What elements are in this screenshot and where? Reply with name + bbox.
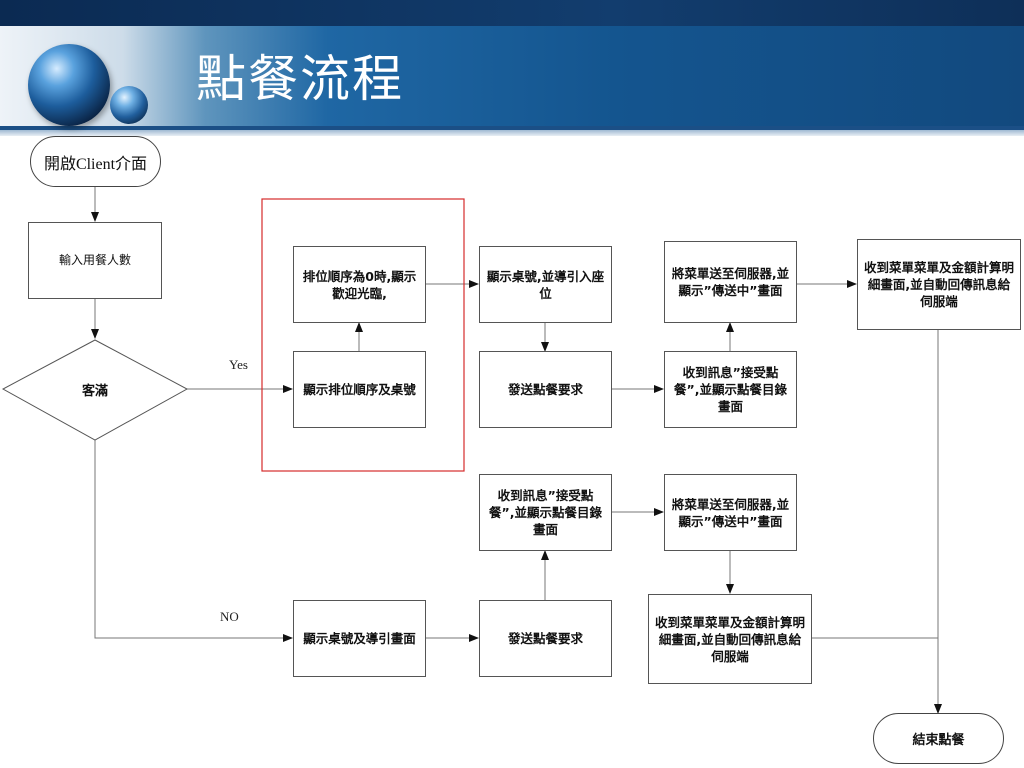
- start-label: 開啟Client介面: [43, 155, 148, 173]
- send-menu-top-box: 將菜單送至伺服器,並顯示”傳送中”畫面: [664, 241, 797, 323]
- highlight-frame: [261, 198, 465, 472]
- show-table-no-label: 顯示桌號及導引畫面: [303, 631, 416, 646]
- decorative-sphere-large: [28, 44, 110, 126]
- input-people-label: 輸入用餐人數: [58, 253, 131, 267]
- queue-zero-label: 排位順序為0時,顯示歡迎光臨,: [302, 268, 417, 301]
- send-order-bottom-box: 發送點餐要求: [479, 600, 612, 677]
- no-label: NO: [220, 609, 239, 624]
- recv-detail-bottom-label: 收到菜單菜單及金額計算明細畫面,並自動回傳訊息給伺服端: [655, 614, 806, 664]
- header-band: [0, 26, 1024, 126]
- recv-detail-top-label: 收到菜單菜單及金額計算明細畫面,並自動回傳訊息給伺服端: [864, 260, 1015, 309]
- input-people-box: 輸入用餐人數: [28, 222, 162, 299]
- send-menu-top-label: 將菜單送至伺服器,並顯示”傳送中”畫面: [671, 266, 790, 298]
- recv-accept-bottom-label: 收到訊息”接受點餐”,並顯示點餐目錄畫面: [489, 488, 602, 537]
- yes-label: Yes: [229, 357, 248, 372]
- send-order-top-box: 發送點餐要求: [479, 351, 612, 428]
- header-divider: [0, 126, 1024, 130]
- decision-diamond: [1, 339, 189, 441]
- end-label: 結束點餐: [912, 733, 965, 748]
- decision-label: 客滿: [81, 384, 108, 399]
- recv-accept-top-box: 收到訊息”接受點餐”,並顯示點餐目錄畫面: [664, 351, 797, 428]
- arrow-no: [94, 440, 293, 642]
- decorative-sphere-small: [110, 86, 148, 124]
- recv-accept-top-label: 收到訊息”接受點餐”,並顯示點餐目錄畫面: [674, 365, 787, 414]
- header-top-bar: [0, 0, 1024, 26]
- send-order-top-label: 發送點餐要求: [507, 382, 583, 397]
- show-queue-label: 顯示排位順序及桌號: [303, 382, 416, 397]
- send-menu-bottom-label: 將菜單送至伺服器,並顯示”傳送中”畫面: [671, 496, 790, 529]
- slide-title: 點餐流程: [196, 50, 404, 108]
- send-order-bottom-label: 發送點餐要求: [507, 631, 583, 646]
- recv-detail-bottom-box: 收到菜單菜單及金額計算明細畫面,並自動回傳訊息給伺服端: [648, 594, 812, 684]
- header-divider-shadow: [0, 130, 1024, 136]
- recv-detail-top-box: 收到菜單菜單及金額計算明細畫面,並自動回傳訊息給伺服端: [857, 239, 1021, 330]
- show-table-no-box: 顯示桌號及導引畫面: [293, 600, 426, 677]
- table-guide-box: 顯示桌號,並導引入座位: [479, 246, 612, 323]
- start-terminator: 開啟Client介面: [30, 136, 161, 187]
- send-menu-bottom-box: 將菜單送至伺服器,並顯示”傳送中”畫面: [664, 474, 797, 551]
- show-queue-box: 顯示排位順序及桌號: [293, 351, 426, 428]
- queue-zero-box: 排位順序為0時,顯示歡迎光臨,: [293, 246, 426, 323]
- recv-accept-bottom-box: 收到訊息”接受點餐”,並顯示點餐目錄畫面: [479, 474, 612, 551]
- table-guide-label: 顯示桌號,並導引入座位: [486, 268, 605, 301]
- end-terminator: 結束點餐: [873, 713, 1004, 764]
